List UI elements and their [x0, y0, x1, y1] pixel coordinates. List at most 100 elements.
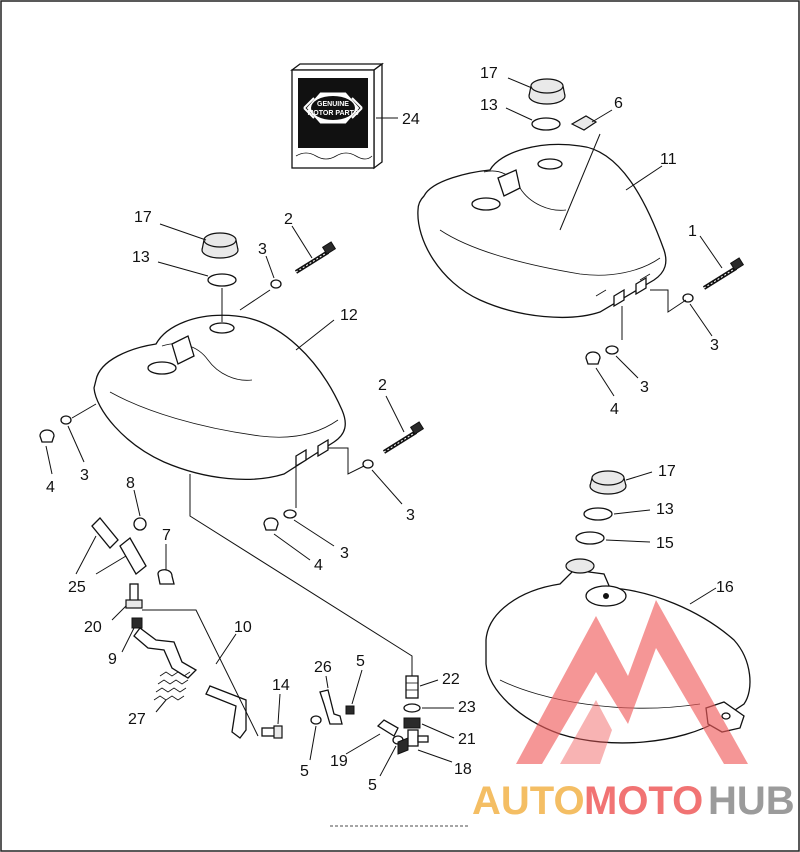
leader-3e: [371, 469, 403, 505]
callout-2a: 2: [284, 211, 293, 228]
leader-12: [295, 319, 335, 351]
gasket-23: [403, 703, 421, 713]
callout-26: 26: [314, 659, 332, 676]
washer-3-d: [60, 415, 72, 425]
callout-22: 22: [442, 671, 460, 688]
callout-13c: 13: [656, 501, 674, 518]
leader-5c: [379, 745, 397, 777]
callout-16: 16: [716, 579, 734, 596]
acorn-nut-4-c: [263, 517, 279, 531]
leader-13a: [505, 107, 533, 121]
gasket-13-middle: [207, 273, 237, 287]
callout-17b: 17: [134, 209, 152, 226]
fuel-cap-17-upper: [528, 78, 566, 105]
bracket-line-upper: [650, 289, 687, 313]
callout-25: 25: [68, 579, 86, 596]
gasket-13-upper: [531, 117, 561, 131]
leader-4a: [595, 367, 615, 397]
leader-5b: [309, 725, 317, 761]
clip-5-a: [345, 705, 355, 715]
badge-line2: MOTOR PARTS: [307, 110, 358, 117]
clamp-9: [131, 617, 143, 629]
callout-8: 8: [126, 475, 135, 492]
washer-3-f: [283, 509, 297, 519]
leader-4b: [45, 445, 53, 475]
watermark-auto: AUTO: [472, 779, 585, 823]
acorn-nut-4-a: [585, 351, 601, 365]
leader-6: [591, 109, 613, 123]
spring-27: [153, 671, 191, 701]
leader-1: [699, 235, 723, 269]
watermark-hub: HUB: [708, 779, 795, 823]
callout-1: 1: [688, 223, 697, 240]
leader-16: [689, 587, 717, 605]
leader-5a: [351, 669, 363, 705]
clip-5-b: [310, 715, 322, 725]
callout-10: 10: [234, 619, 252, 636]
hoses-25: [91, 517, 147, 575]
leader-3d: [67, 425, 85, 463]
genuine-parts-box: GENUINE MOTOR PARTS: [290, 62, 384, 170]
callout-2b: 2: [378, 377, 387, 394]
callout-3d: 3: [80, 467, 89, 484]
fuel-cap-17-middle: [201, 232, 239, 259]
washer-3-b: [605, 345, 619, 355]
callout-15: 15: [656, 535, 674, 552]
watermark-moto: MOTO: [584, 779, 703, 823]
nut-21: [403, 717, 421, 729]
callout-5a: 5: [356, 653, 365, 670]
fuel-tank-12: [93, 314, 346, 480]
callout-13a: 13: [480, 97, 498, 114]
leader-14: [277, 693, 281, 725]
leader-21: [421, 723, 455, 739]
callout-27: 27: [128, 711, 146, 728]
callout-3e: 3: [406, 507, 415, 524]
gasket-13-lower: [583, 507, 613, 521]
bracket-line-middle: [328, 447, 365, 475]
leader-17c: [625, 471, 653, 481]
vent-clip-6: [570, 115, 598, 131]
callout-13b: 13: [132, 249, 150, 266]
filter-22: [405, 675, 419, 699]
leader-10: [215, 633, 237, 665]
leader-3a: [689, 303, 713, 337]
callout-4b: 4: [46, 479, 55, 496]
callout-4c: 4: [314, 557, 323, 574]
petcock-18: [397, 729, 429, 755]
fitting-20: [125, 583, 143, 609]
leader-2a: [291, 225, 313, 259]
leader-13b: [157, 261, 209, 277]
bolt-axis-left: [71, 403, 97, 419]
callout-17a: 17: [480, 65, 498, 82]
callout-24: 24: [402, 111, 420, 128]
callout-21: 21: [458, 731, 476, 748]
leader-19: [345, 733, 381, 755]
callout-5c: 5: [368, 777, 377, 794]
leader-2b: [385, 395, 405, 433]
leader-17a: [507, 77, 533, 89]
callout-4a: 4: [610, 401, 619, 418]
washer-3-c: [270, 279, 282, 289]
callout-14: 14: [272, 677, 290, 694]
leader-4c: [273, 533, 311, 561]
callout-11: 11: [660, 151, 677, 168]
leader-11: [625, 165, 663, 191]
leader-13c: [613, 509, 651, 515]
badge-line1: GENUINE: [317, 101, 349, 108]
watermark-logo: AUTO MOTO HUB: [472, 600, 795, 823]
callout-3a: 3: [710, 337, 719, 354]
leader-6-tank: [559, 133, 601, 231]
leader-20: [111, 605, 127, 621]
leader-22: [419, 679, 439, 687]
leader-27: [155, 699, 167, 713]
hose-26: [319, 689, 343, 725]
fuel-line-routing: [189, 474, 413, 676]
bolt-1: [702, 257, 745, 290]
washer-3-e: [362, 459, 374, 469]
leader-18: [417, 749, 453, 763]
leader-9: [121, 627, 135, 653]
callout-12: 12: [340, 307, 358, 324]
callout-3b: 3: [640, 379, 649, 396]
bolt-2-a: [294, 241, 337, 274]
